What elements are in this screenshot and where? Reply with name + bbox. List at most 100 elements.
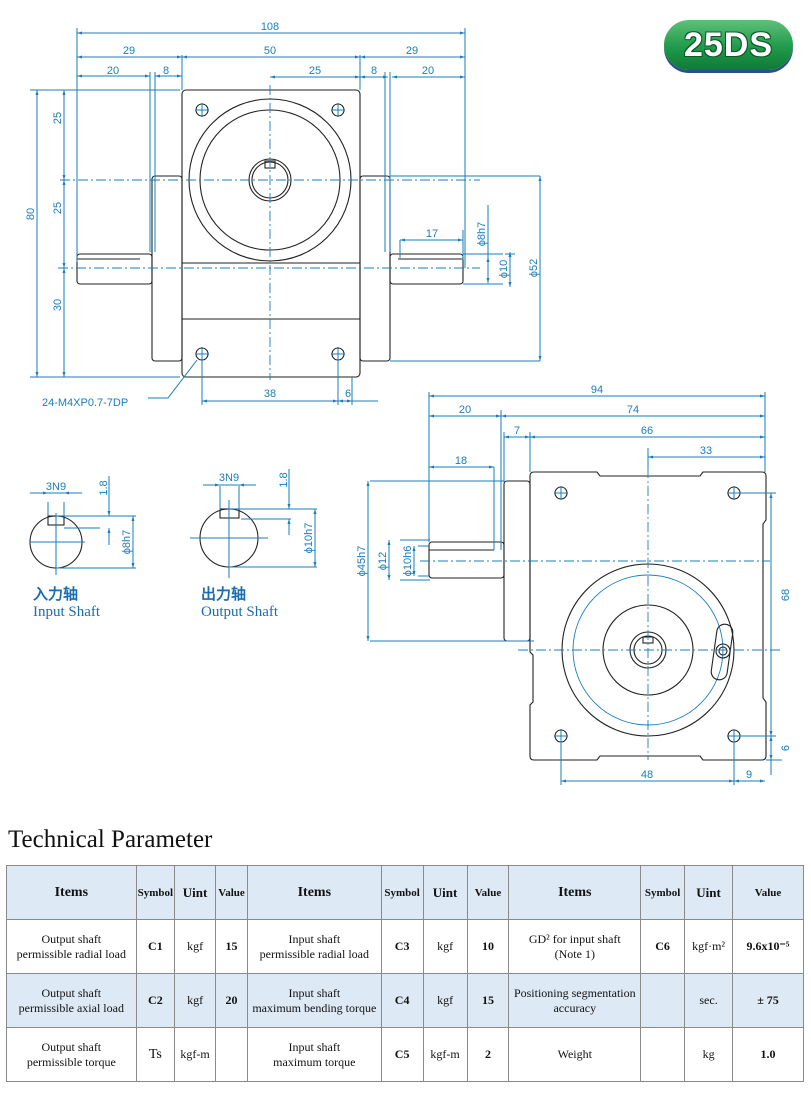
header-unit: Uint [174,865,217,920]
section-title: Technical Parameter [8,826,213,853]
output-shaft-diameter: ϕ10h7 [303,523,315,554]
unit-cell: kgf [422,919,468,974]
input-key-width: 3N9 [46,481,66,493]
value-cell [215,1027,249,1082]
input-shaft-section: 3N9 1.8 ϕ8h7 [29,476,136,575]
input-shaft-label-en: Input Shaft [33,604,101,620]
dim-66: 66 [641,425,653,437]
dim-phi10h6: ϕ10h6 [402,546,414,577]
table-header-row: Items Symbol Uint Value Items Symbol Uin… [6,865,804,920]
dim-25-top: 25 [52,112,64,124]
header-value: Value [215,865,249,920]
dim-68: 68 [780,589,792,601]
input-shaft-label-zh: 入力轴 [33,585,79,603]
header-symbol: Symbol [380,865,424,920]
value-cell: 1.0 [732,1027,804,1082]
value-cell: 10 [466,919,510,974]
tapped-hole-note: 24-M4XP0.7-7DP [42,397,128,409]
dim-30: 30 [52,299,64,311]
unit-cell: kg [684,1027,734,1082]
header-items: Items [508,865,642,920]
dim-38: 38 [264,388,276,400]
symbol-cell [640,973,686,1028]
dim-20-right: 20 [422,65,434,77]
header-items: Items [6,865,137,920]
dim-17: 17 [426,228,438,240]
unit-cell: kgf-m [422,1027,468,1082]
dim-33: 33 [700,445,712,457]
output-key-depth: 1.8 [278,472,290,487]
front-right-shaft [389,253,464,285]
dim-108: 108 [261,21,279,33]
output-shaft-label-zh: 出力轴 [201,585,247,603]
front-left-boss [151,175,183,362]
unit-cell: kgf [422,973,468,1028]
dim-phi52: ϕ52 [528,259,540,277]
side-input-shaft [428,541,505,579]
symbol-cell [640,1027,686,1082]
dim-6-side: 6 [780,745,792,751]
dim-50: 50 [264,45,276,57]
dim-29-left: 29 [123,45,135,57]
dim-74: 74 [627,404,639,416]
header-items: Items [247,865,382,920]
unit-cell: kgf [174,919,217,974]
mount-holes-side [554,486,741,743]
dim-phi10: ϕ10 [498,260,510,278]
side-view-dimensions: 94 20 74 7 66 33 18 48 9 ϕ45h7 ϕ12 ϕ10h6… [356,384,792,785]
input-shaft-label: 入力轴 Input Shaft [33,583,100,621]
value-cell: 20 [215,973,249,1028]
dim-94: 94 [591,384,603,396]
header-unit: Uint [684,865,734,920]
technical-drawing: 108 29 50 29 20 8 25 8 20 17 38 6 80 25 … [25,21,792,785]
front-left-shaft [76,253,153,285]
output-shaft-section: 3N9 1.8 ϕ10h7 [190,469,317,578]
input-shaft-diameter: ϕ8h7 [121,530,133,555]
header-unit: Uint [422,865,468,920]
side-view [420,468,780,761]
dim-80: 80 [25,208,37,220]
dim-25-mid: 25 [52,202,64,214]
dim-29-right: 29 [406,45,418,57]
dim-phi12: ϕ12 [377,552,389,570]
value-cell: 2 [466,1027,510,1082]
dim-8-left: 8 [163,65,169,77]
symbol-cell: C3 [380,919,424,974]
mount-holes-front [195,103,345,361]
dim-48: 48 [641,769,653,781]
symbol-cell: C6 [640,919,686,974]
output-shaft-label-en: Output Shaft [201,604,279,620]
dim-18: 18 [455,455,467,467]
symbol-cell: C5 [380,1027,424,1082]
dim-7: 7 [514,425,520,437]
header-symbol: Symbol [640,865,686,920]
dim-9: 9 [746,769,752,781]
dim-phi8h7: ϕ8h7 [476,222,488,247]
technical-parameter-table: Items Symbol Uint Value Items Symbol Uin… [6,865,804,1082]
item-cell: GD² for input shaft(Note 1) [508,919,642,974]
unit-cell: kgf [174,973,217,1028]
value-cell: 9.6x10⁻⁵ [732,919,804,974]
value-cell: 15 [215,919,249,974]
dim-20-side: 20 [459,404,471,416]
header-symbol: Symbol [135,865,176,920]
front-view [58,85,480,380]
side-body-outline [529,471,767,761]
value-cell: ± 75 [732,973,804,1028]
symbol-cell: C4 [380,973,424,1028]
item-cell: Weight [508,1027,642,1082]
symbol-cell: Ts [135,1027,176,1082]
unit-cell: kgf·m² [684,919,734,974]
model-badge: 25DS [664,20,793,70]
model-badge-text: 25DS [683,25,774,64]
